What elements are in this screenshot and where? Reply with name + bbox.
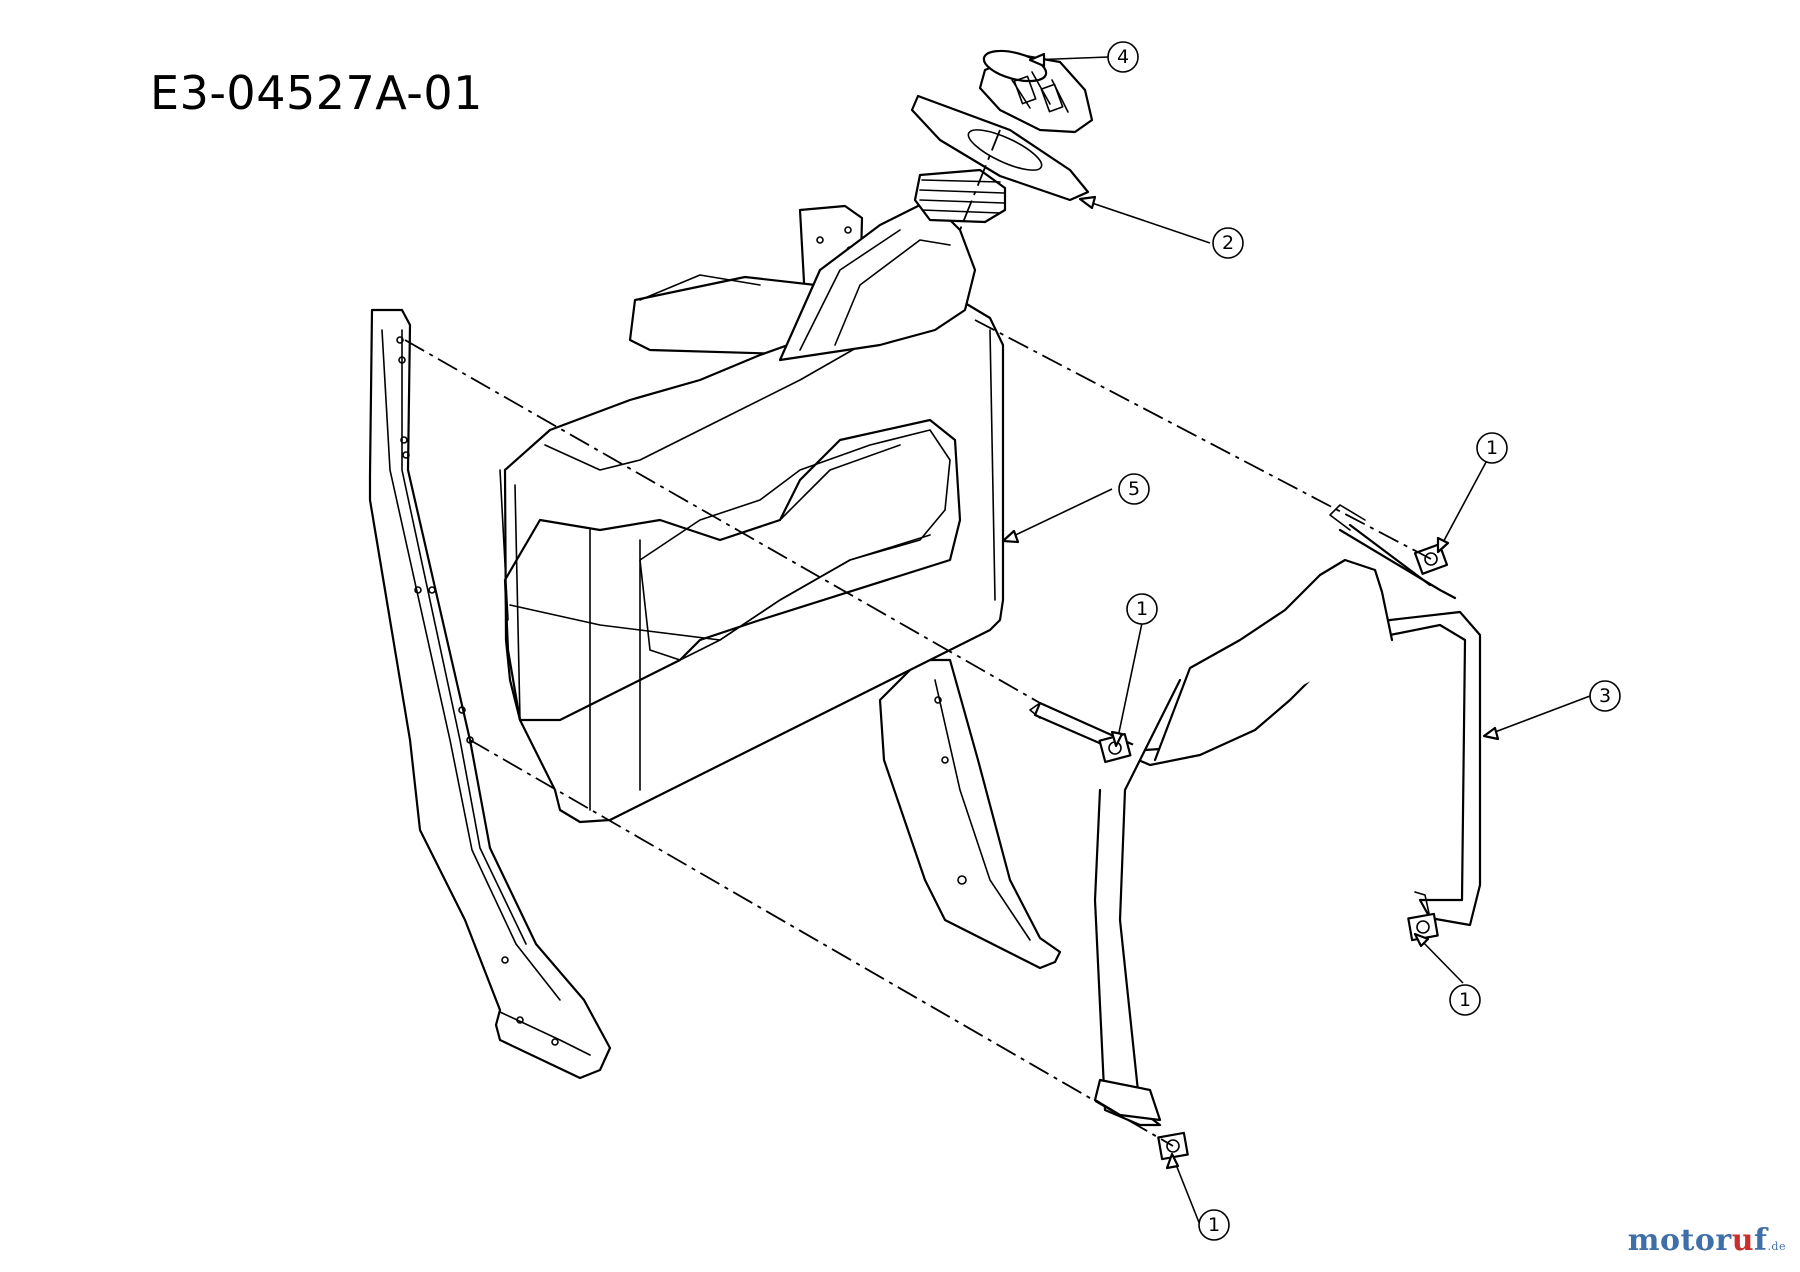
callout-5: 5	[1118, 473, 1150, 505]
callout-1-bottom: 1	[1198, 1209, 1230, 1241]
watermark-suffix: .de	[1767, 1240, 1786, 1253]
callout-1-upper-right-label: 1	[1486, 437, 1498, 459]
callout-1-bottom-label: 1	[1208, 1214, 1220, 1236]
bolt-middle	[1098, 732, 1132, 764]
callout-3: 3	[1589, 680, 1621, 712]
left-tank-bracket	[368, 308, 612, 1080]
watermark-main: motor	[1627, 1223, 1732, 1258]
callout-1-lower-right-label: 1	[1459, 989, 1471, 1011]
fuel-tank	[499, 168, 1007, 824]
callout-1-middle: 1	[1126, 593, 1158, 625]
diagram-title: E3-04527A-01	[150, 66, 483, 120]
callout-1-upper-right: 1	[1476, 432, 1508, 464]
watermark-tail: f	[1754, 1223, 1768, 1258]
callout-2-label: 2	[1222, 232, 1234, 254]
motoruf-watermark: motoruf.de	[1628, 1223, 1786, 1258]
callout-4: 4	[1107, 41, 1139, 73]
rear-lower-bracket	[878, 658, 1062, 970]
watermark-accent: u	[1731, 1223, 1755, 1258]
leader-lines	[1001, 52, 1591, 1226]
callout-3-label: 3	[1599, 685, 1611, 707]
callout-4-label: 4	[1117, 46, 1129, 68]
callout-1-lower-right: 1	[1449, 984, 1481, 1016]
fuel-cap	[978, 49, 1094, 134]
callout-1-middle-label: 1	[1136, 598, 1148, 620]
callout-5-label: 5	[1128, 478, 1140, 500]
tube-frame	[1029, 504, 1482, 1127]
callout-2: 2	[1212, 227, 1244, 259]
filler-seal-gasket	[910, 94, 1090, 202]
assembly-centerlines	[404, 129, 1432, 1147]
